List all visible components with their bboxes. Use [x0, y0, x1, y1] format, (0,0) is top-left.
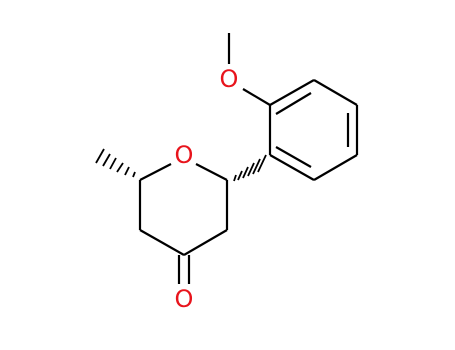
methoxy-aryl-bond	[242, 88, 271, 106]
benzene-bond-5	[269, 154, 315, 181]
benzene-bond-4	[313, 154, 358, 181]
ring-bond-c4-c5	[139, 229, 185, 256]
benzene-bond-1	[269, 79, 315, 106]
ring-oxygen-label: O	[175, 141, 194, 169]
methyl-hashed-wedge	[95, 148, 136, 178]
aryl-hashed-wedge	[233, 154, 267, 182]
ring-bond-o-c2	[195, 163, 228, 181]
ring-bond-c6-o	[139, 163, 172, 181]
carbonyl-oxygen-label: O	[175, 285, 194, 313]
methoxy-oxygen-label: O	[220, 65, 239, 93]
benzene-ring	[268, 79, 359, 181]
benzene-inner-double-1	[275, 92, 312, 115]
benzene-bond-2	[313, 79, 358, 106]
pyranone-ring	[138, 163, 229, 256]
benzene-inner-double-3	[275, 146, 312, 168]
ring-bond-c3-c4	[183, 229, 228, 256]
